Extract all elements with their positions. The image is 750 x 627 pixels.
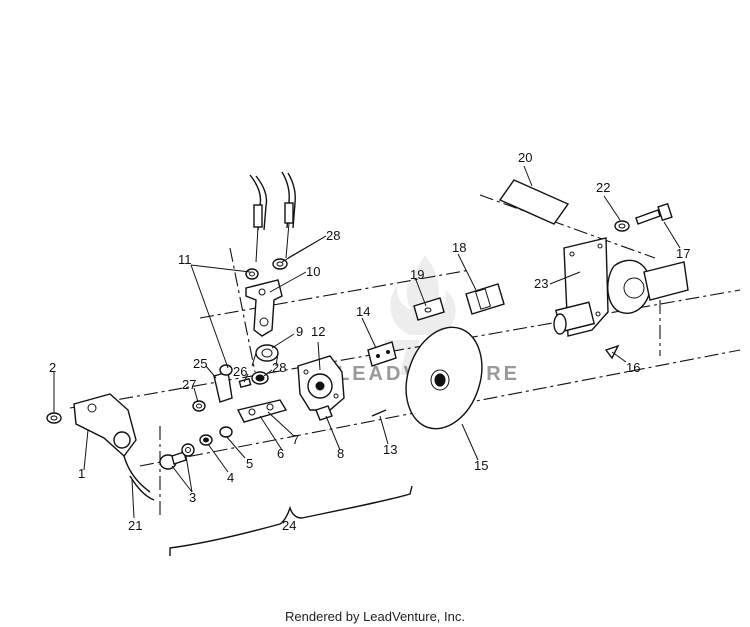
part-5-spacer <box>199 426 233 446</box>
part-11-nut-lower <box>219 364 233 376</box>
callout-12: 12 <box>311 324 325 339</box>
part-10-cable-bracket <box>245 279 283 337</box>
callout-1: 1 <box>78 466 85 481</box>
callout-18: 18 <box>452 240 466 255</box>
leader-lines <box>53 165 681 519</box>
gear-assembly <box>553 259 689 335</box>
callout-6: 6 <box>277 446 284 461</box>
callout-24: 24 <box>282 518 296 533</box>
part-1-cable-bracket <box>73 393 151 493</box>
callout-17: 17 <box>676 246 690 261</box>
part-3-pivot-pin <box>159 451 187 470</box>
callout-15: 15 <box>474 458 488 473</box>
callout-21: 21 <box>128 518 142 533</box>
callout-20: 20 <box>518 150 532 165</box>
part-18-hub <box>465 283 505 315</box>
callout-28b: 28 <box>272 360 286 375</box>
render-credit: Rendered by LeadVenture, Inc. <box>285 609 465 624</box>
callout-labels: 1 2 3 4 5 6 7 8 9 10 11 12 13 14 15 16 1… <box>49 150 690 533</box>
part-26-bolt <box>238 377 252 389</box>
callout-14: 14 <box>356 304 370 319</box>
part-6-link-plate <box>236 399 288 423</box>
callout-22: 22 <box>596 180 610 195</box>
part-20-decal <box>498 179 570 225</box>
callout-13: 13 <box>383 442 397 457</box>
callout-2: 2 <box>49 360 56 375</box>
callout-16: 16 <box>626 360 640 375</box>
callout-27: 27 <box>182 377 196 392</box>
callout-26: 26 <box>233 364 247 379</box>
callout-19: 19 <box>410 267 424 282</box>
callout-28a: 28 <box>326 228 340 243</box>
part-2-nut <box>46 412 62 424</box>
part-21-cable <box>129 475 155 501</box>
callout-4: 4 <box>227 470 234 485</box>
part-25-bracket <box>213 371 233 403</box>
part-12-bearing-housing <box>297 355 345 411</box>
callout-23: 23 <box>534 276 548 291</box>
part-14-block <box>367 341 397 367</box>
part-11-nut <box>245 268 259 280</box>
callout-11: 11 <box>178 252 192 267</box>
part-15-friction-disc <box>405 326 483 430</box>
callout-9: 9 <box>296 324 303 339</box>
part-22-washer <box>614 220 630 232</box>
callout-25: 25 <box>193 356 207 371</box>
callout-5: 5 <box>246 456 253 471</box>
callout-3: 3 <box>189 490 196 505</box>
part-19-spacer <box>413 297 445 321</box>
part-13-pin <box>371 409 387 417</box>
callout-10: 10 <box>306 264 320 279</box>
callout-7: 7 <box>292 432 299 447</box>
part-27-nut <box>192 400 206 412</box>
part-17-bolt <box>635 202 673 225</box>
part-8-key <box>315 405 333 421</box>
part-28-nut-lower <box>251 371 269 385</box>
callout-8: 8 <box>337 446 344 461</box>
part-4-nut <box>181 443 195 457</box>
part-9-bushing <box>251 344 279 367</box>
control-cables <box>249 171 296 263</box>
part-24-group-brace <box>169 485 413 556</box>
